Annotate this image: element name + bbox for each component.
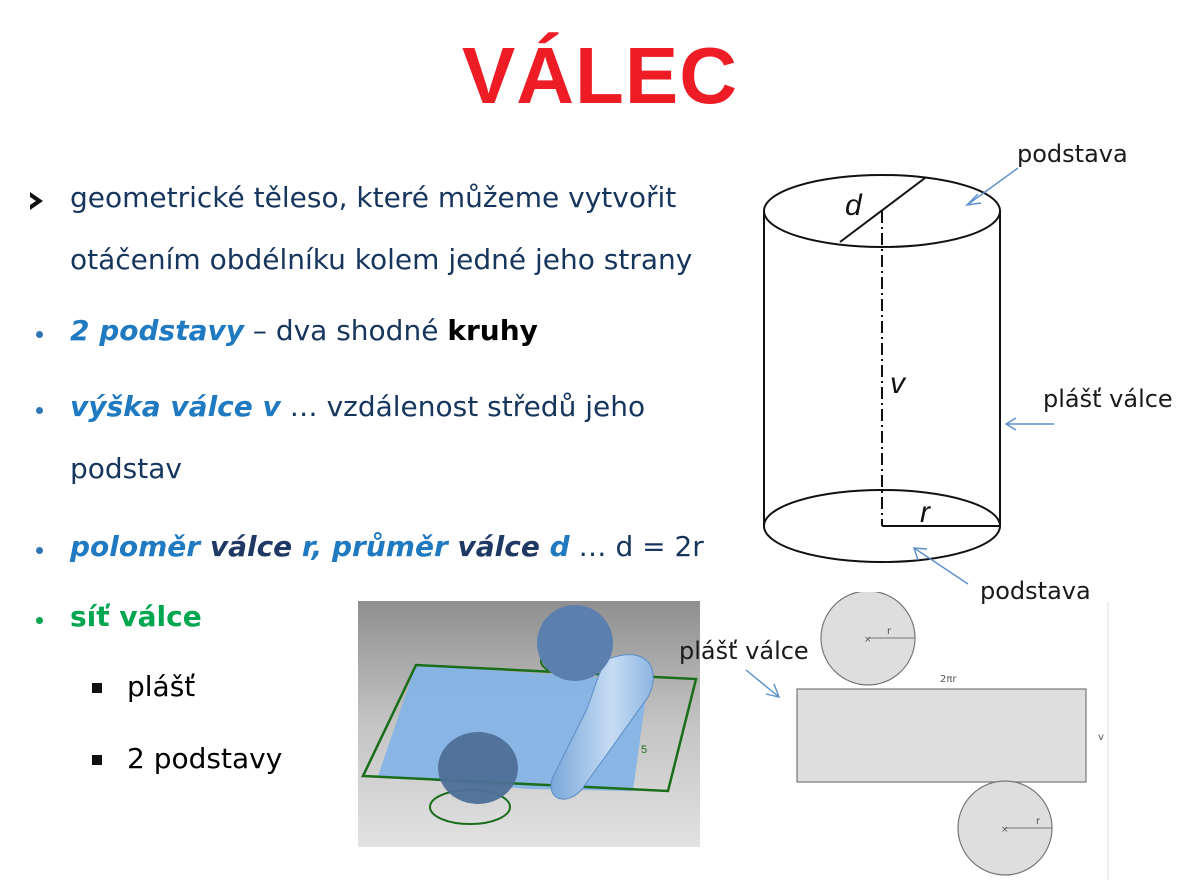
net-top-center: × — [864, 635, 872, 645]
scene-curl — [550, 654, 654, 800]
label-plast-valce: plášť válce — [1043, 385, 1173, 413]
square-bullet-icon — [92, 683, 102, 693]
square-bullet-icon — [92, 755, 102, 765]
bullet-polomer: poloměr válce r, průměr válce d … d = 2r — [70, 530, 704, 564]
label-podstava-bottom: podstava — [980, 577, 1091, 605]
bullet-podstavy: 2 podstavy – dva shodné kruhy — [70, 314, 538, 348]
scene-base-standing — [537, 605, 613, 681]
arrow-podstava-bottom — [913, 547, 969, 585]
text-vyska-cont: podstav — [70, 452, 182, 485]
sub-item-podstavy: 2 podstavy — [127, 742, 283, 775]
net-label-2pir: 2πr — [940, 674, 957, 685]
arrow-podstava-top — [966, 167, 1019, 206]
intro-line-1: geometrické těleso, které můžeme vytvoři… — [70, 181, 677, 214]
unrolling-scene: 5 — [358, 601, 700, 847]
letter-v: v — [890, 367, 907, 400]
letter-r: r — [920, 496, 931, 529]
intro-line-2: otáčením obdélníku kolem jedné jeho stra… — [70, 243, 693, 276]
bottom-base-ellipse — [763, 489, 1001, 563]
term-kruhy: kruhy — [447, 314, 538, 347]
scene-base-rolled — [438, 732, 518, 804]
term-vyska: výška válce v — [70, 390, 281, 423]
net-label-r-top: r — [887, 626, 892, 637]
term-podstavy: 2 podstavy — [70, 314, 245, 347]
scene-label-5: 5 — [641, 744, 647, 756]
diameter-line — [839, 177, 926, 243]
sub-item-plast: plášť — [127, 670, 196, 703]
net-label-plast-valce: plášť válce — [679, 637, 809, 665]
bullet-vyska: výška válce v … vzdálenost středů jeho — [70, 390, 645, 424]
term-valce-2: válce — [447, 530, 550, 563]
text-vyska: … vzdálenost středů jeho — [280, 390, 646, 423]
net-label-v: v — [1098, 732, 1104, 743]
term-valce-1: válce — [200, 530, 302, 563]
term-d: d — [549, 530, 570, 563]
text-polomer: … d = 2r — [569, 530, 704, 563]
net-bottom-center: × — [1001, 825, 1009, 835]
term-sit-valce: síť válce — [70, 600, 202, 633]
letter-d: d — [845, 189, 863, 222]
net-label-r-bottom: r — [1036, 816, 1041, 827]
term-polomer: poloměr — [70, 530, 201, 563]
text-podstavy: – dva shodné — [244, 314, 448, 347]
bullet-dot-icon — [36, 407, 43, 414]
arrow-bullet-icon — [30, 192, 43, 210]
bullet-dot-icon — [36, 547, 43, 554]
label-podstava-top: podstava — [1017, 140, 1128, 168]
page-title: VÁLEC — [461, 31, 739, 120]
term-r: r, — [301, 530, 323, 563]
net-diagram: × r 2πr v × r — [796, 592, 1109, 880]
bullet-dot-icon — [36, 617, 43, 624]
bullet-dot-icon — [36, 331, 43, 338]
net-rectangle — [796, 688, 1087, 783]
top-base-ellipse — [763, 174, 1001, 248]
term-prumer: průměr — [322, 530, 448, 563]
